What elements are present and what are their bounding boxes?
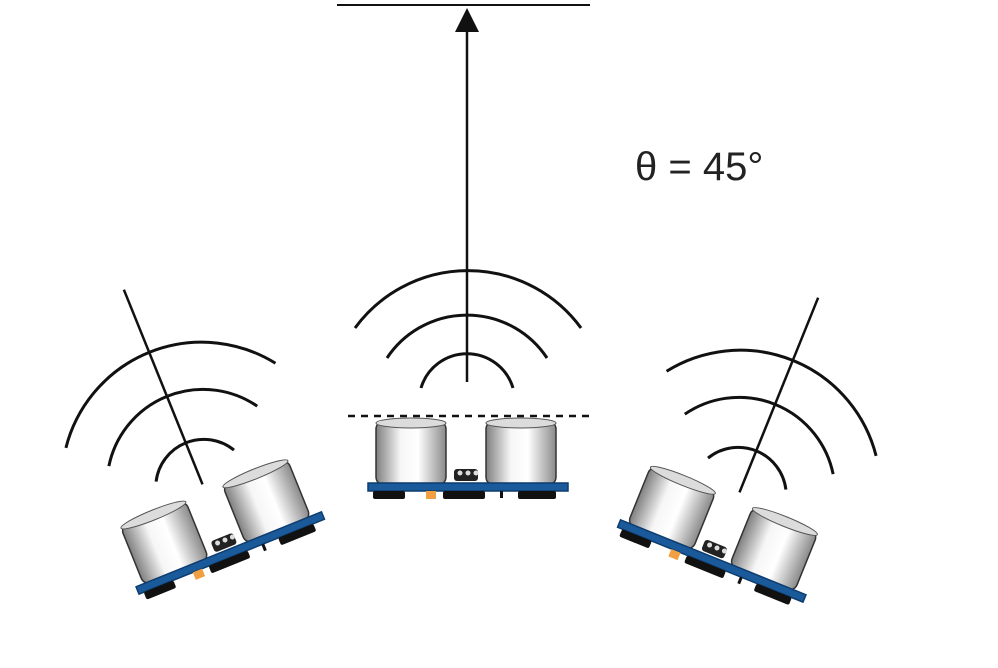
center-wave-1 (419, 352, 515, 389)
right-sensor (613, 458, 832, 611)
center-wavefronts (353, 269, 583, 389)
left-wave-2 (107, 387, 259, 467)
right-wave-2 (683, 395, 835, 475)
center-wave-3 (353, 269, 583, 329)
left-sensor-group (64, 289, 329, 603)
right-wave-3 (665, 348, 878, 457)
left-sensor (110, 450, 329, 603)
center-wave-2 (385, 313, 549, 359)
right-wave-1 (707, 445, 788, 490)
angle-label: θ = 45° (635, 145, 763, 189)
left-wave-3 (64, 340, 277, 449)
arrowhead-icon (455, 8, 479, 32)
center-sensor (367, 417, 569, 500)
left-wave-1 (154, 437, 235, 482)
left-direction-line (122, 289, 204, 485)
right-sensor-group (613, 297, 878, 611)
right-direction-line (738, 297, 820, 493)
